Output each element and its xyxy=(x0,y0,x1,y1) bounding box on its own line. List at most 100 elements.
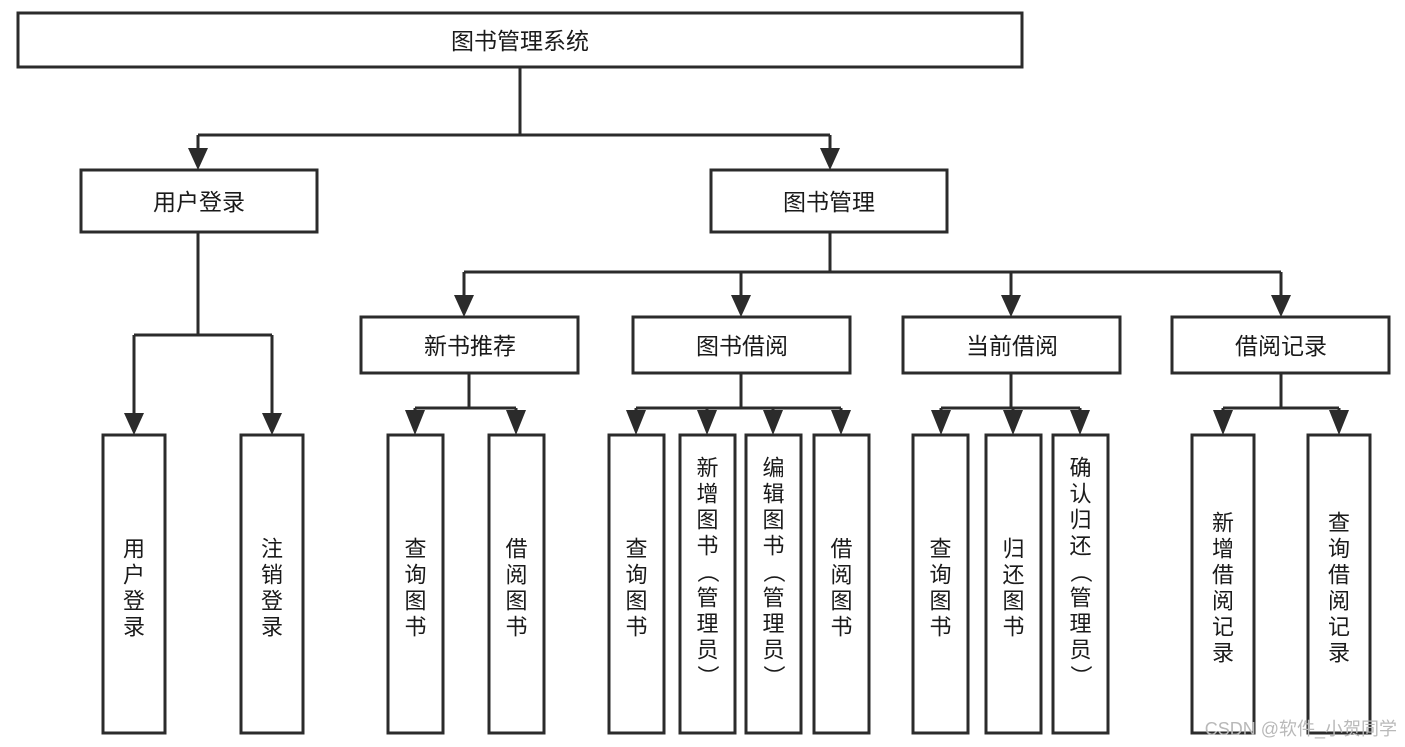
connector-root-to-level2 xyxy=(188,67,840,170)
node-borrow-record[interactable]: 借阅记录 xyxy=(1170,315,1391,375)
leaf-return-book-box[interactable] xyxy=(984,433,1043,735)
leaf-query-book-2-label-char: 图 xyxy=(625,589,647,614)
arrow-head-icon xyxy=(1213,410,1233,435)
leaf-confirm-return-label-char: 管 xyxy=(1069,586,1091,611)
connector-newbook-to-leaves xyxy=(405,373,526,435)
leaf-query-book-1-label-char: 查 xyxy=(404,537,426,562)
node-root-label: 图书管理系统 xyxy=(451,28,589,54)
node-user-login[interactable]: 用户登录 xyxy=(79,168,319,234)
leaf-add-book-label-char: 员 xyxy=(696,638,718,663)
leaf-add-record-label-char: 记 xyxy=(1212,615,1234,640)
arrow-head-icon xyxy=(1329,410,1349,435)
leaf-return-book-label-char: 图 xyxy=(1002,589,1024,614)
leaf-borrow-book-1-label-char: 阅 xyxy=(505,563,527,588)
leaf-query-book-2[interactable]: 查询图书查询图书 xyxy=(607,433,666,735)
leaf-edit-book-label-char: 辑 xyxy=(762,482,784,507)
connector-bookmgmt-to-level3 xyxy=(454,232,1291,317)
leaf-query-book-2-box[interactable] xyxy=(607,433,666,735)
leaf-add-book-label-char: 图 xyxy=(696,508,718,533)
leaf-add-record[interactable]: 新增借阅记录新增借阅记录 xyxy=(1190,433,1256,735)
node-user-login-box[interactable] xyxy=(79,168,319,234)
leaf-logout-box[interactable] xyxy=(239,433,305,735)
leaf-edit-book-label-char: 图 xyxy=(762,508,784,533)
node-new-book-recommend[interactable]: 新书推荐 xyxy=(359,315,580,375)
arrow-head-icon xyxy=(124,413,144,435)
leaf-borrow-book-1[interactable]: 借阅图书借阅图书 xyxy=(487,433,546,735)
arrow-head-icon xyxy=(405,410,425,435)
leaf-logout[interactable]: 注销登录注销登录 xyxy=(239,433,305,735)
arrow-head-icon xyxy=(931,410,951,435)
leaf-logout-label-char: 销 xyxy=(261,563,283,588)
leaf-confirm-return-label-char: 理 xyxy=(1069,612,1091,637)
arrow-head-icon xyxy=(1001,295,1021,317)
arrow-head-icon xyxy=(820,148,840,170)
leaf-query-record-label-char: 借 xyxy=(1328,563,1350,588)
leaf-borrow-book-2[interactable]: 借阅图书借阅图书 xyxy=(812,433,871,735)
node-current-borrow[interactable]: 当前借阅 xyxy=(901,315,1122,375)
leaf-user-login-box[interactable] xyxy=(101,433,167,735)
node-borrow-record-label: 借阅记录 xyxy=(1235,333,1327,359)
leaf-query-book-3-box[interactable] xyxy=(911,433,970,735)
node-book-borrow-box[interactable] xyxy=(631,315,852,375)
leaf-borrow-book-1-label-char: 书 xyxy=(505,615,527,640)
leaf-logout-label-char: 录 xyxy=(261,615,283,640)
leaf-borrow-book-2-label-char: 阅 xyxy=(830,563,852,588)
leaf-query-book-3[interactable]: 查询图书查询图书 xyxy=(911,433,970,735)
leaf-return-book[interactable]: 归还图书归还图书 xyxy=(984,433,1043,735)
connector-bookborrow-to-leaves xyxy=(626,373,851,435)
node-root-box[interactable] xyxy=(16,11,1024,69)
connector-userlogin-to-leaves xyxy=(124,232,282,435)
node-book-management-label: 图书管理 xyxy=(783,189,875,215)
leaf-borrow-book-2-box[interactable] xyxy=(812,433,871,735)
leaf-edit-book-label-char: （ xyxy=(761,561,786,583)
leaf-logout-label-char: 注 xyxy=(261,537,283,562)
arrow-head-icon xyxy=(1070,410,1090,435)
leaf-confirm-return-label-char: 确 xyxy=(1069,456,1091,481)
leaf-borrow-book-1-label-char: 借 xyxy=(505,537,527,562)
leaf-borrow-book-2-label-char: 借 xyxy=(830,537,852,562)
leaf-query-book-1-box[interactable] xyxy=(386,433,445,735)
node-book-borrow[interactable]: 图书借阅 xyxy=(631,315,852,375)
arrow-head-icon xyxy=(1003,410,1023,435)
leaf-add-book-label-char: 增 xyxy=(696,482,718,507)
leaf-add-record-label-char: 录 xyxy=(1212,641,1234,666)
leaf-user-login[interactable]: 用户登录用户登录 xyxy=(101,433,167,735)
node-current-borrow-label: 当前借阅 xyxy=(966,333,1058,359)
leaf-confirm-return-box[interactable] xyxy=(1051,433,1110,735)
leaf-add-record-label-char: 阅 xyxy=(1212,589,1234,614)
leaf-query-record-label-char: 查 xyxy=(1328,511,1350,536)
leaf-query-record[interactable]: 查询借阅记录查询借阅记录 xyxy=(1306,433,1372,735)
leaf-add-record-box[interactable] xyxy=(1190,433,1256,735)
arrow-head-icon xyxy=(188,148,208,170)
leaf-edit-book-box[interactable] xyxy=(744,433,803,735)
node-new-book-recommend-box[interactable] xyxy=(359,315,580,375)
arrow-head-icon xyxy=(506,410,526,435)
leaf-edit-book-label-char: 员 xyxy=(762,638,784,663)
leaf-query-book-3-label-char: 查 xyxy=(929,537,951,562)
node-book-management[interactable]: 图书管理 xyxy=(709,168,949,234)
leaf-borrow-book-1-box[interactable] xyxy=(487,433,546,735)
node-new-book-recommend-label: 新书推荐 xyxy=(424,333,516,359)
node-borrow-record-box[interactable] xyxy=(1170,315,1391,375)
arrow-head-icon xyxy=(731,295,751,317)
leaf-query-record-box[interactable] xyxy=(1306,433,1372,735)
node-current-borrow-box[interactable] xyxy=(901,315,1122,375)
leaf-borrow-book-2-label-char: 书 xyxy=(830,615,852,640)
arrow-head-icon xyxy=(831,410,851,435)
leaf-query-book-3-label-char: 询 xyxy=(929,563,951,588)
leaf-query-record-label-char: 询 xyxy=(1328,537,1350,562)
node-root[interactable]: 图书管理系统 xyxy=(16,11,1024,69)
leaf-add-book-box[interactable] xyxy=(678,433,737,735)
arrow-head-icon xyxy=(763,410,783,435)
leaf-add-book-label-char: 新 xyxy=(696,456,718,481)
arrow-head-icon xyxy=(454,295,474,317)
leaf-query-book-3-label-char: 书 xyxy=(929,615,951,640)
leaf-confirm-return-label-char: 认 xyxy=(1069,482,1091,507)
node-book-management-box[interactable] xyxy=(709,168,949,234)
leaf-borrow-book-2-label-char: 图 xyxy=(830,589,852,614)
leaf-query-book-1[interactable]: 查询图书查询图书 xyxy=(386,433,445,735)
leaf-add-book-label-char: 管 xyxy=(696,586,718,611)
